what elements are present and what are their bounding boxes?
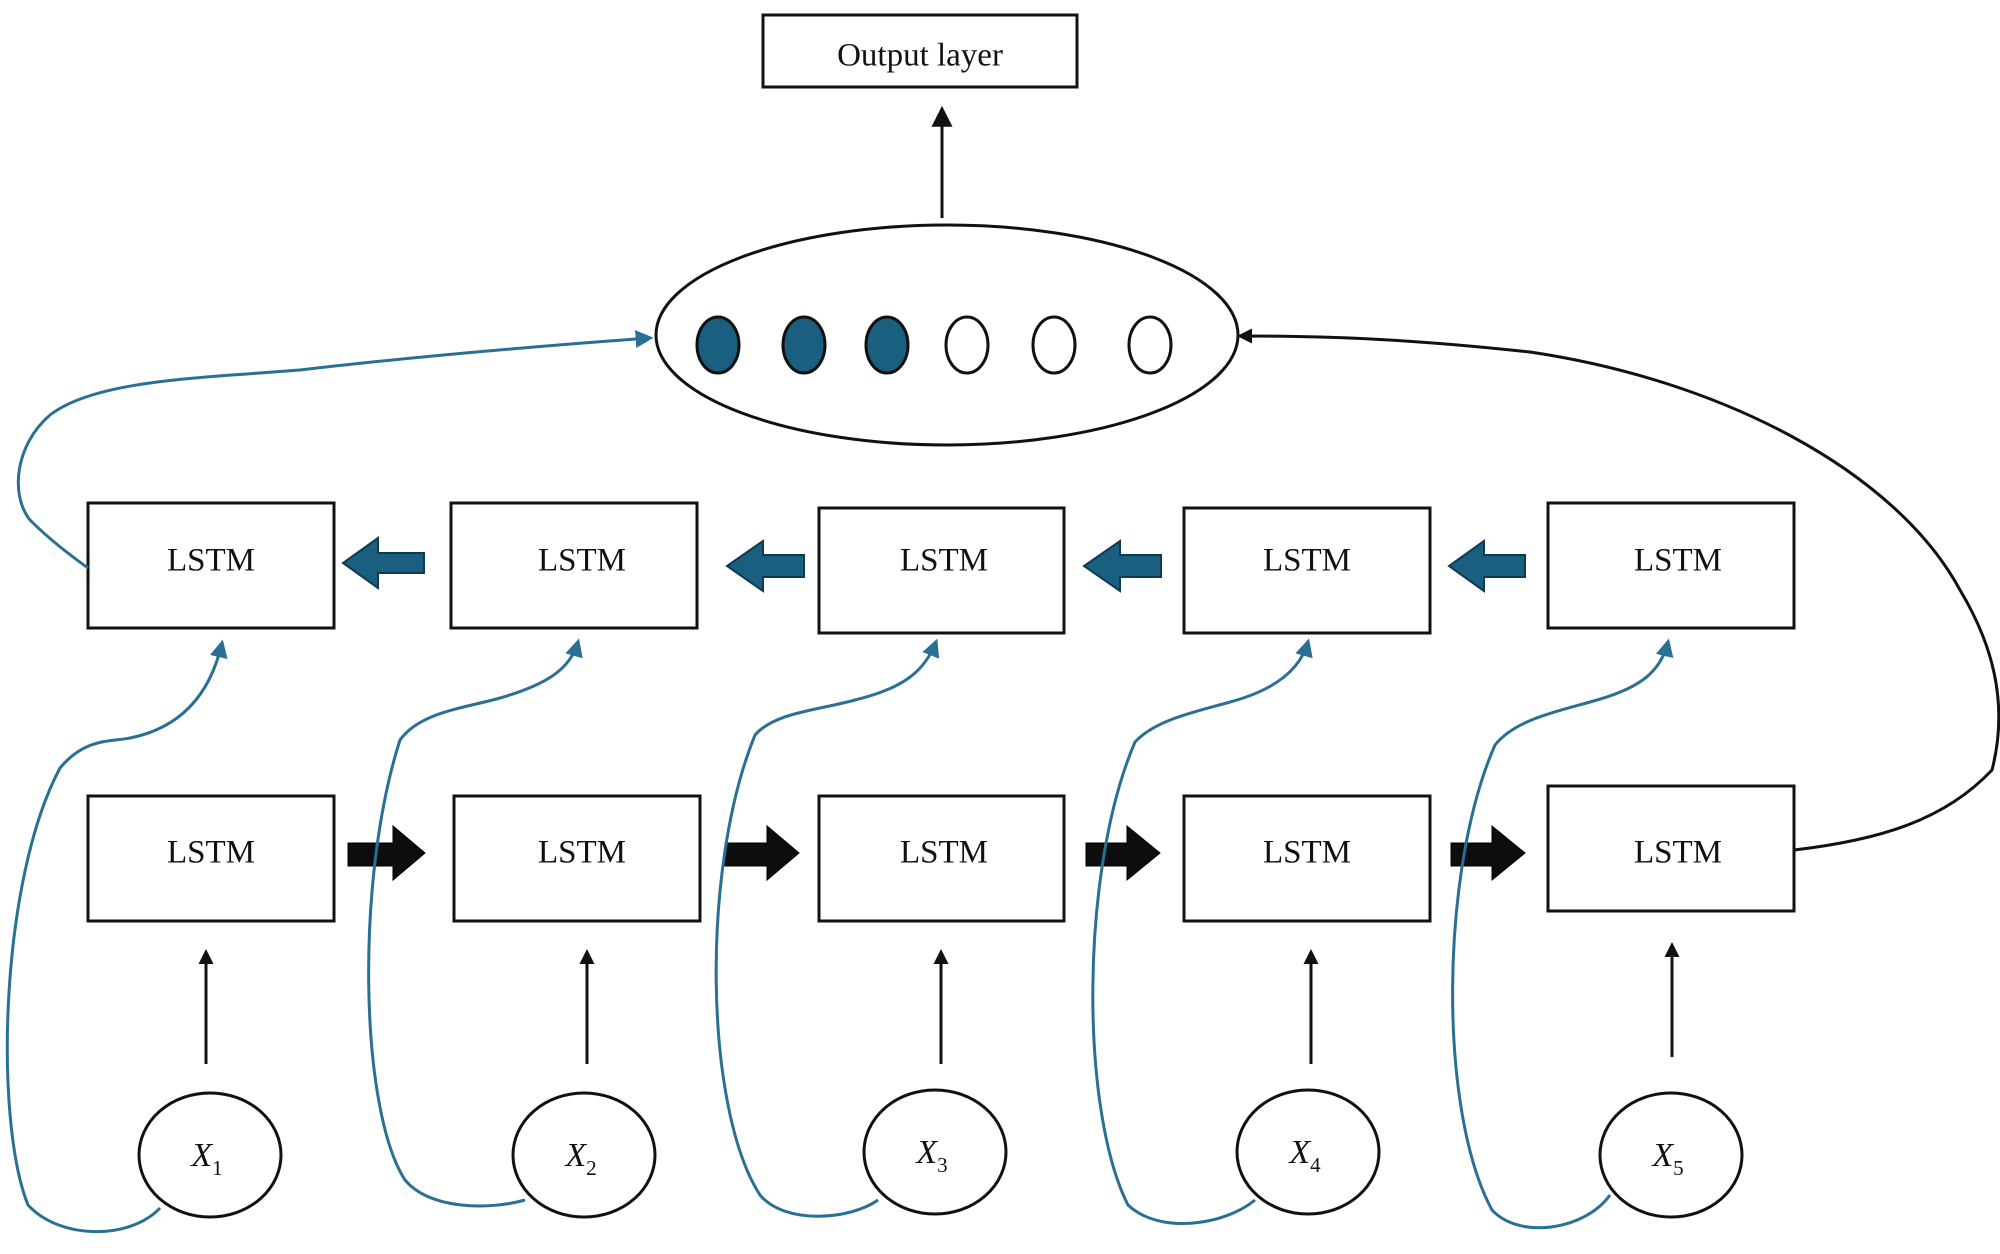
backward-lstm-1-label: LSTM <box>167 543 255 579</box>
backward-arrow-1 <box>341 536 425 590</box>
backward-arrow-4 <box>1447 539 1526 593</box>
empty-state-circle-5 <box>1031 315 1077 375</box>
forward-lstm-2: LSTM <box>452 794 702 923</box>
forward-lstm-3: LSTM <box>817 794 1066 923</box>
forward-lstm-1: LSTM <box>86 794 336 923</box>
hidden-state-ellipse <box>654 223 1240 447</box>
input-2-symbol: X <box>563 1137 587 1174</box>
svg-text:X1: X1 <box>189 1137 222 1180</box>
svg-text:X5: X5 <box>1650 1137 1683 1180</box>
backward-lstm-3-label: LSTM <box>900 543 988 579</box>
backward-arrow-3 <box>1082 539 1162 593</box>
forward-lstm-3-label: LSTM <box>900 835 988 871</box>
backward-arrow-2 <box>725 539 805 593</box>
forward-arrow-1 <box>347 824 426 882</box>
input-4-subscript: 4 <box>1310 1153 1321 1177</box>
input-curve-4 <box>1091 638 1313 1225</box>
forward-lstm-5-label: LSTM <box>1634 835 1722 871</box>
forward-lstm-layer: LSTM LSTM LSTM LSTM LSTM <box>86 784 1796 923</box>
input-curve-2 <box>367 638 583 1208</box>
backward-lstm-5: LSTM <box>1546 501 1796 630</box>
empty-state-circle-4 <box>944 315 990 375</box>
input-node-2: X2 <box>511 1091 657 1219</box>
forward-lstm-1-label: LSTM <box>167 835 255 871</box>
forward-flow-arrows <box>347 824 1526 882</box>
backward-to-state-curve <box>16 330 654 570</box>
output-layer-label: Output layer <box>837 38 1003 74</box>
input-2-subscript: 2 <box>586 1156 597 1180</box>
forward-lstm-4: LSTM <box>1182 794 1432 923</box>
forward-arrow-3 <box>1085 824 1161 882</box>
input-4-symbol: X <box>1287 1134 1311 1171</box>
input-3-symbol: X <box>914 1134 938 1171</box>
backward-lstm-2: LSTM <box>449 501 699 630</box>
forward-lstm-4-label: LSTM <box>1263 835 1351 871</box>
backward-lstm-4: LSTM <box>1182 506 1432 635</box>
input-to-forward-arrows <box>198 942 1680 1064</box>
backward-lstm-1: LSTM <box>86 501 336 630</box>
input-node-5: X5 <box>1598 1091 1744 1219</box>
input-nodes: X1 X2 X3 X4 X5 <box>137 1088 1744 1219</box>
input-5-symbol: X <box>1650 1137 1674 1174</box>
backward-lstm-2-label: LSTM <box>538 543 626 579</box>
svg-text:X4: X4 <box>1287 1134 1321 1177</box>
input-3-subscript: 3 <box>937 1153 948 1177</box>
input-curve-1 <box>5 639 228 1234</box>
input-5-subscript: 5 <box>1673 1156 1684 1180</box>
backward-lstm-4-label: LSTM <box>1263 543 1351 579</box>
forward-to-state-curve <box>1237 328 2000 852</box>
input-1-subscript: 1 <box>212 1156 223 1180</box>
forward-arrow-4 <box>1450 824 1526 882</box>
input-curve-5 <box>1451 638 1674 1230</box>
input-node-1: X1 <box>137 1091 283 1219</box>
backward-lstm-3: LSTM <box>817 506 1066 635</box>
hidden-state-circles <box>695 315 1173 375</box>
backward-flow-arrows <box>341 536 1526 593</box>
input-node-4: X4 <box>1235 1088 1381 1216</box>
filled-state-circle-1 <box>695 315 741 375</box>
input-1-symbol: X <box>189 1137 213 1174</box>
backward-lstm-layer: LSTM LSTM LSTM LSTM LSTM <box>86 501 1796 635</box>
svg-text:X3: X3 <box>914 1134 947 1177</box>
forward-lstm-2-label: LSTM <box>538 835 626 871</box>
output-layer-node: Output layer <box>761 13 1079 89</box>
backward-lstm-5-label: LSTM <box>1634 543 1722 579</box>
filled-state-circle-2 <box>781 315 827 375</box>
forward-arrow-2 <box>724 824 800 882</box>
input-to-backward-curves <box>5 638 1674 1234</box>
input-node-3: X3 <box>862 1088 1008 1216</box>
svg-text:X2: X2 <box>563 1137 596 1180</box>
filled-state-circle-3 <box>864 315 910 375</box>
input-curve-3 <box>714 638 940 1218</box>
empty-state-circle-6 <box>1127 315 1173 375</box>
forward-lstm-5: LSTM <box>1546 784 1796 913</box>
